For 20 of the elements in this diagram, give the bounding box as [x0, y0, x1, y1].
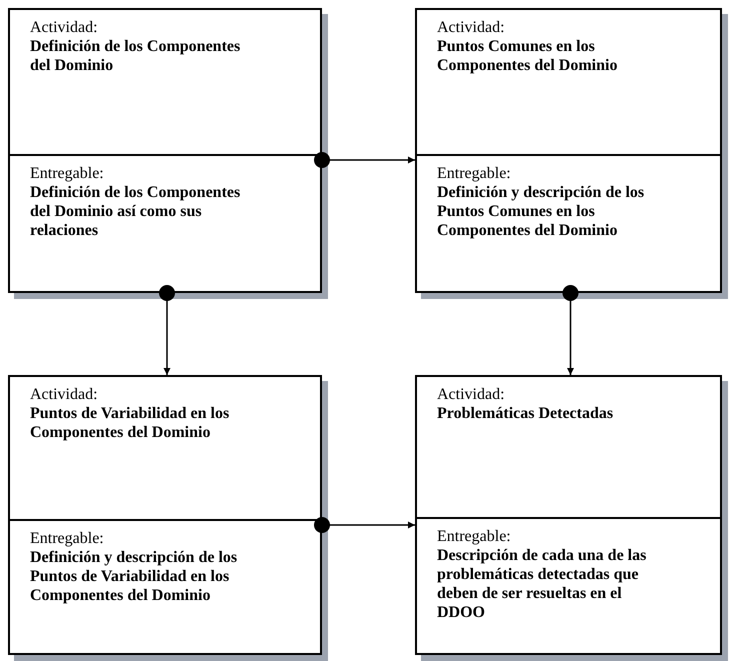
section-text: Definición de los Componentes del Dominio así como sus relaciones — [30, 183, 242, 240]
section-text: Problemáticas Detectadas — [437, 404, 614, 423]
section-heading: Entregable: — [30, 529, 105, 548]
section-heading: Entregable: — [30, 164, 105, 183]
arrow — [159, 285, 175, 375]
arrow — [314, 152, 415, 168]
arrow — [314, 517, 415, 533]
section-text: Puntos Comunes en los Componentes del Dominio — [437, 37, 618, 75]
section-text: Definición y descripción de los Puntos de Variabilidad en los Componentes del Dominio — [30, 548, 238, 605]
section-heading: Actividad: — [30, 385, 99, 404]
section-heading: Actividad: — [30, 18, 99, 37]
section-text: Definición y descripción de los Puntos Comunes en los Componentes del Dominio — [437, 183, 646, 240]
section-heading: Entregable: — [437, 527, 512, 546]
section-heading: Actividad: — [437, 18, 506, 37]
section-text: Puntos de Variabilidad en los Componentes del Dominio — [30, 404, 230, 442]
section-text: Descripción de cada una de las problemáticas detectadas que deben de ser resueltas en el DDOO — [437, 546, 648, 622]
arrow — [562, 285, 578, 375]
section-heading: Entregable: — [437, 164, 512, 183]
section-heading: Actividad: — [437, 385, 506, 404]
section-text: Definición de los Componentes del Dominio — [30, 37, 242, 75]
